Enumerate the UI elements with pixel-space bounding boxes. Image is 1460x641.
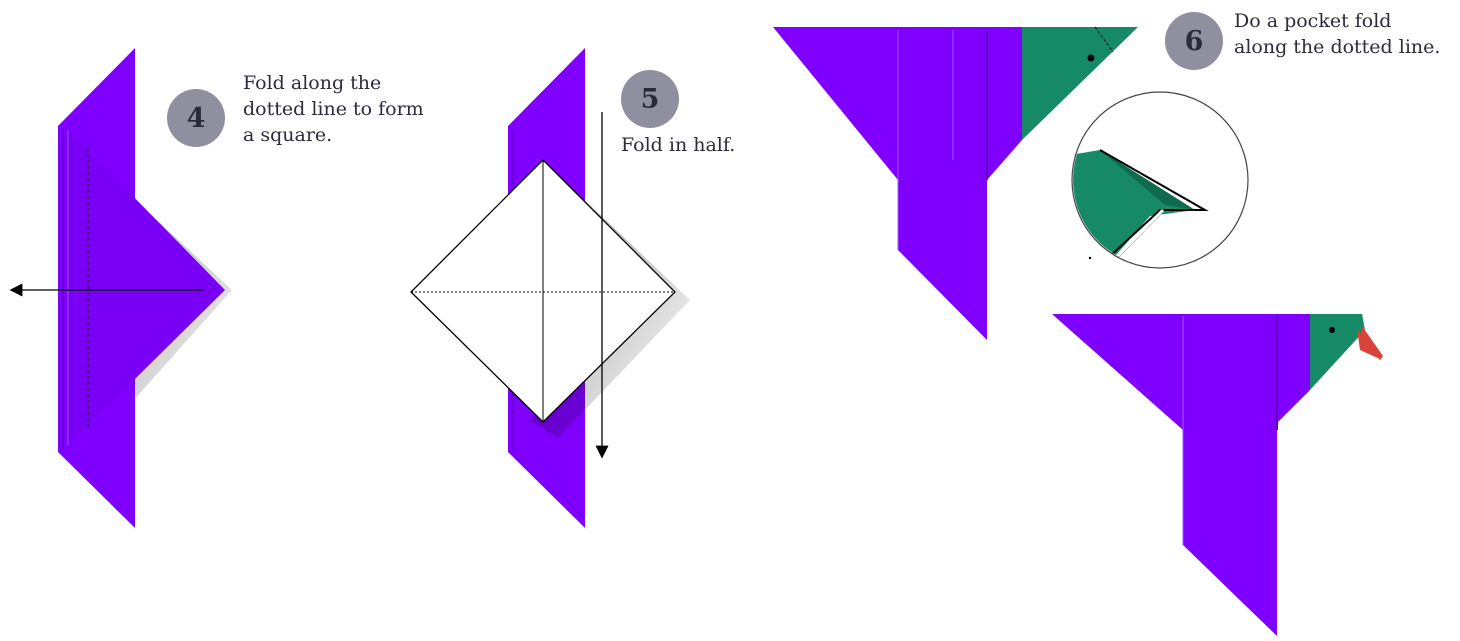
step4-illustration — [9, 48, 232, 528]
step6-eye — [1087, 54, 1095, 62]
step5-illustration — [410, 48, 690, 528]
step6-dotted-fold-line — [1094, 26, 1114, 53]
step5-instruction: Fold in half. — [621, 132, 791, 158]
step6-number-badge: 6 — [1165, 12, 1223, 70]
step6-line1: Do a pocket fold — [1234, 10, 1392, 32]
final-bird-beak — [1360, 326, 1383, 360]
step4-line1: Fold along the — [243, 72, 382, 94]
step5-line1: Fold in half. — [621, 134, 736, 156]
step4-triangle-flap — [68, 130, 225, 445]
final-bird-head — [1310, 314, 1365, 390]
step6-body — [898, 27, 987, 340]
step4-line2: dotted line to form — [243, 98, 424, 120]
final-bird — [1052, 314, 1383, 636]
step6-line2: along the dotted line. — [1234, 36, 1441, 58]
step6-detail-circle — [1071, 91, 1249, 269]
step5-number-badge: 5 — [621, 70, 679, 128]
step4-line3: a square. — [243, 124, 333, 146]
step4-instruction: Fold along the dotted line to form a squ… — [243, 70, 483, 148]
step6-green-head — [1022, 27, 1138, 140]
step6-bird-folding — [773, 26, 1138, 340]
final-bird-body — [1183, 314, 1277, 636]
final-bird-eye — [1329, 327, 1335, 333]
step4-number-badge: 4 — [167, 89, 225, 147]
step6-instruction: Do a pocket fold along the dotted line. — [1234, 8, 1459, 60]
